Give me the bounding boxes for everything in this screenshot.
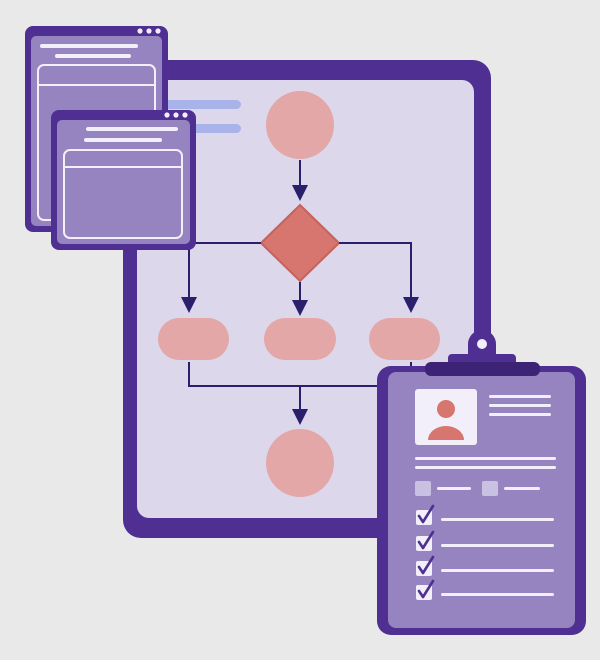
start-node <box>266 91 334 159</box>
option-row <box>415 481 540 496</box>
connector-right <box>339 242 419 313</box>
checklist <box>416 504 554 600</box>
profile-card <box>415 389 551 445</box>
checklist-item <box>416 555 554 576</box>
window-dots-icon <box>137 28 161 34</box>
board-text-line <box>148 100 241 109</box>
window-dots-icon <box>164 112 188 118</box>
process-node <box>369 318 440 360</box>
decision-node <box>259 203 341 283</box>
avatar-icon <box>428 400 464 440</box>
end-node <box>266 429 334 497</box>
process-node <box>264 318 336 360</box>
checklist-item <box>416 579 554 600</box>
process-node <box>158 318 229 360</box>
clipboard <box>377 330 586 635</box>
browser-window-front <box>51 110 196 250</box>
clipboard-clip-icon <box>425 330 540 376</box>
checklist-item <box>416 530 554 551</box>
checklist-item <box>416 504 554 525</box>
